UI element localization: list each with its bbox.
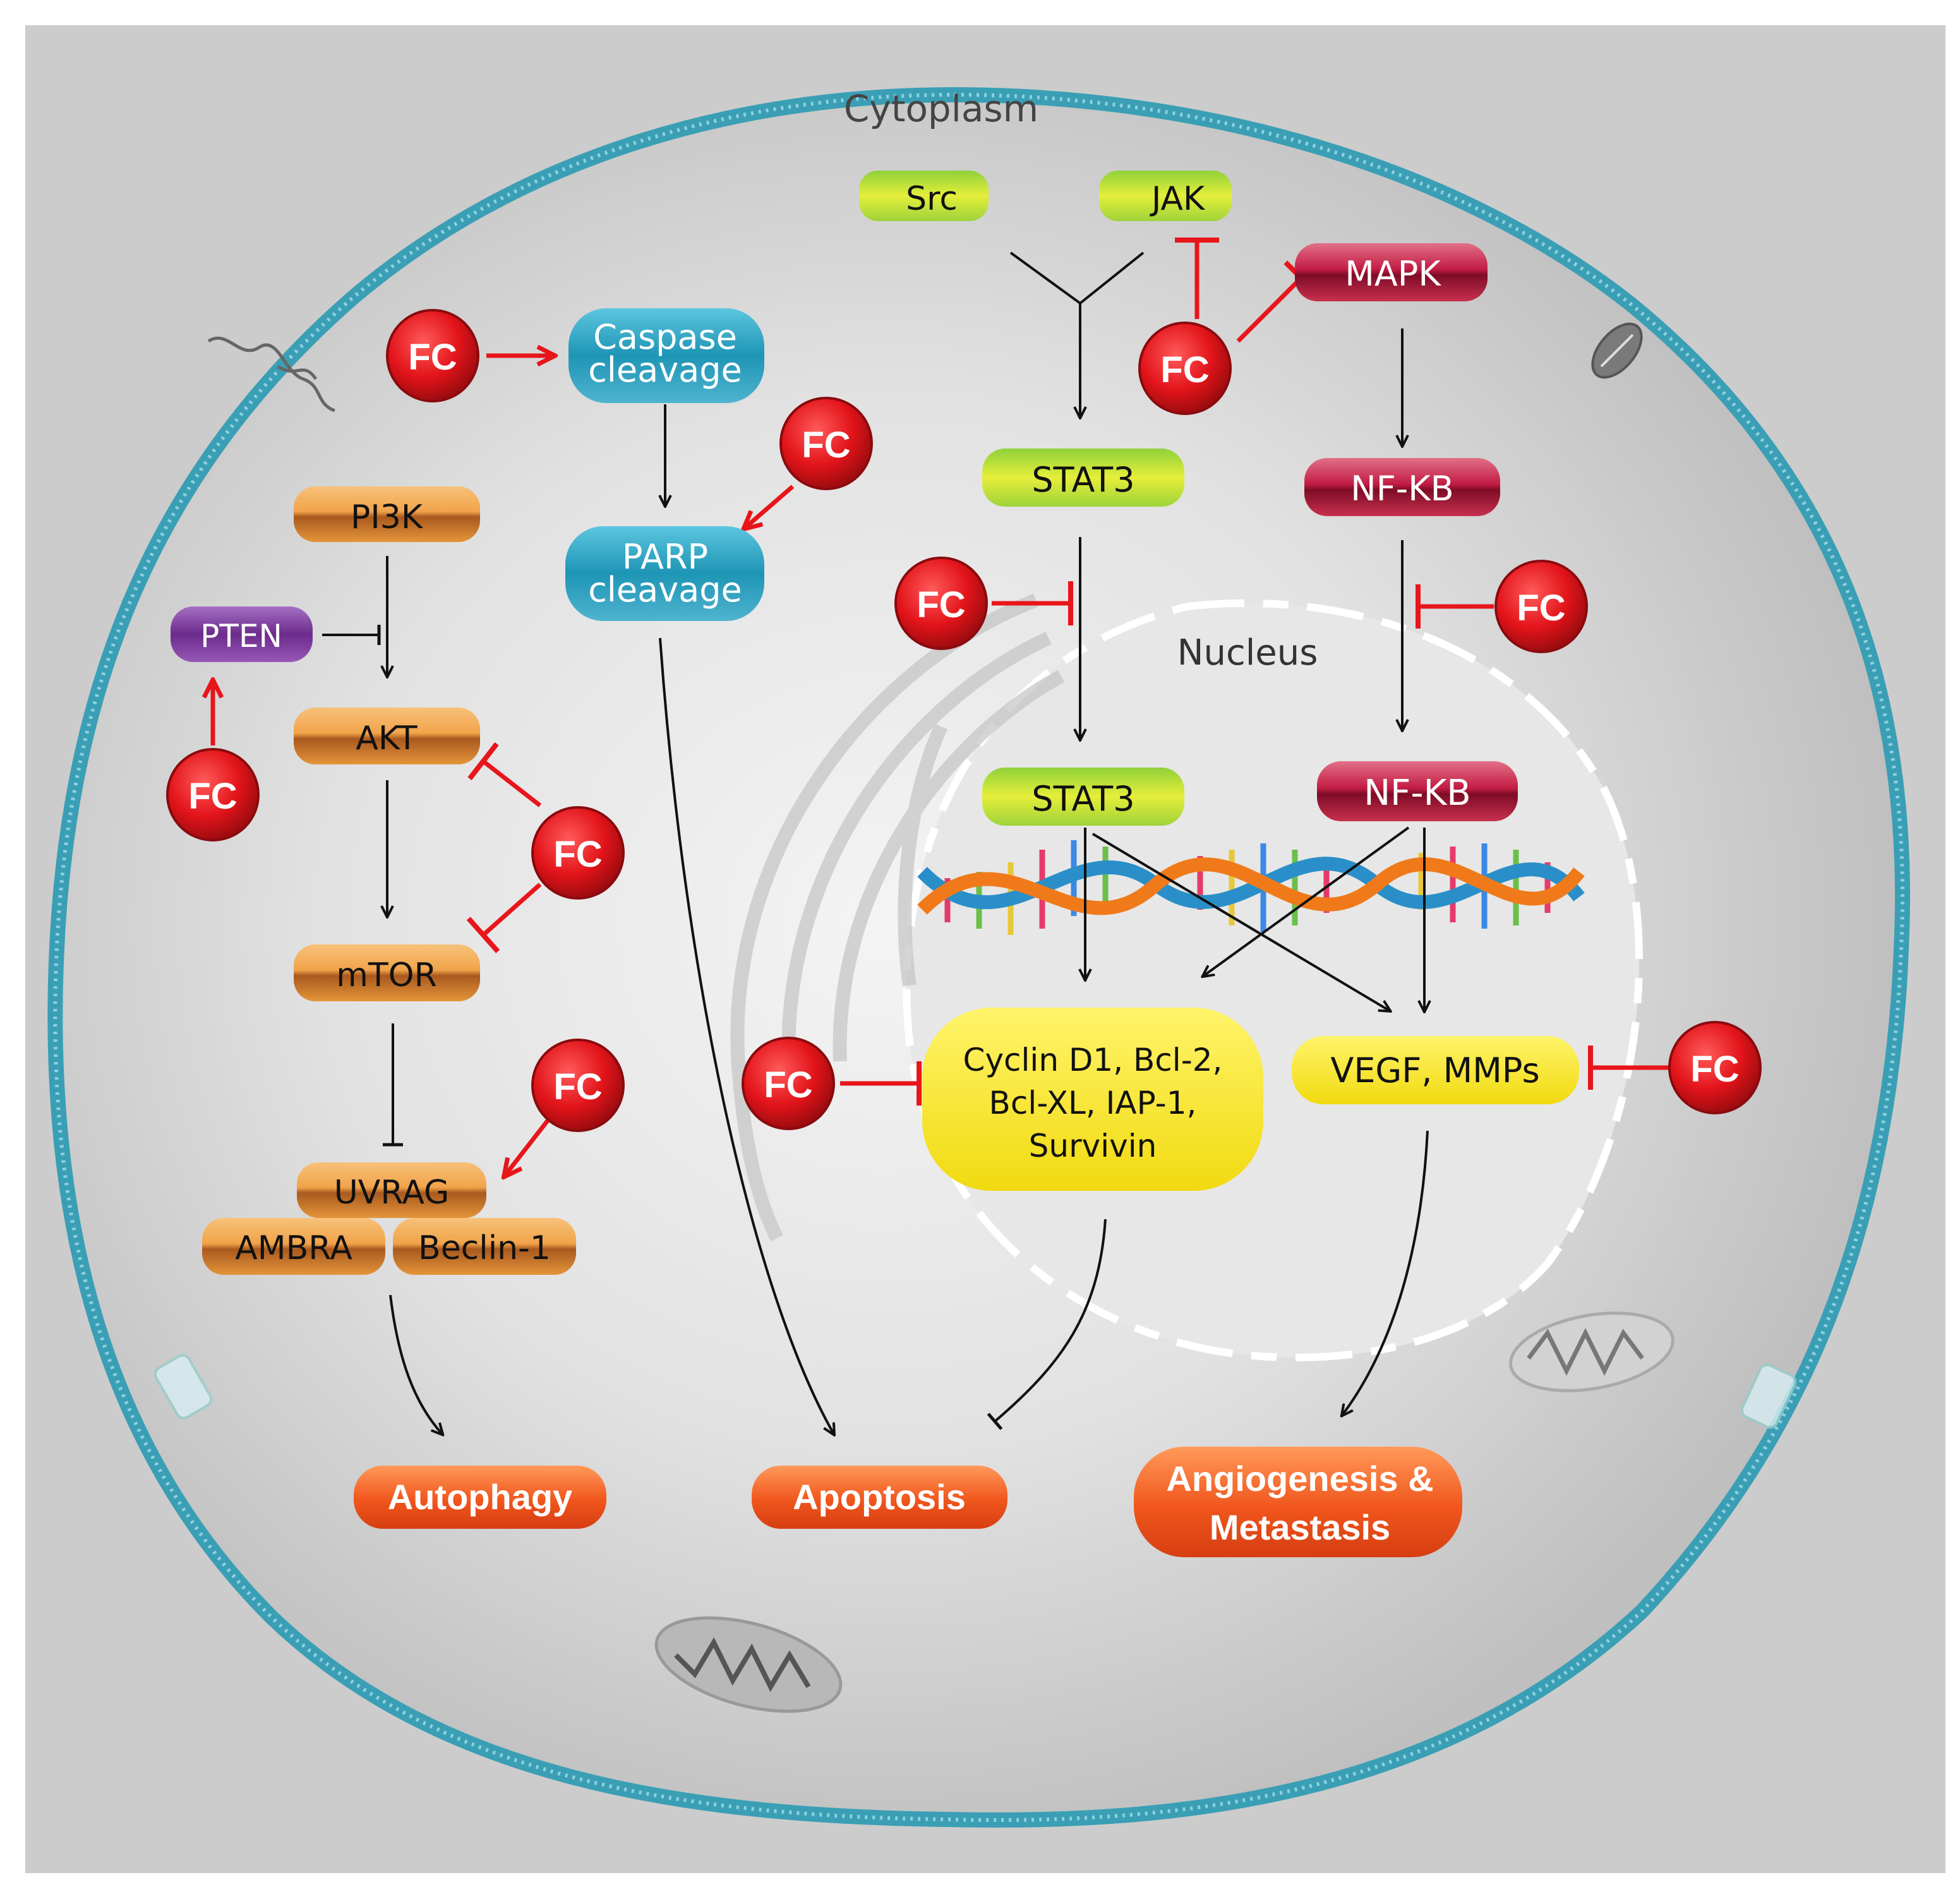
- membrane-channel-icon: [1591, 322, 1643, 379]
- node-beclin1-label: Beclin-1: [418, 1229, 551, 1267]
- cytoplasm-label: Cytoplasm: [844, 87, 1038, 130]
- outcome-autophagy-label: Autophagy: [388, 1477, 572, 1517]
- membrane-channel-icon: [1740, 1363, 1797, 1429]
- outcome-angiogenesis-metastasis: Angiogenesis & Metastasis: [1134, 1447, 1462, 1557]
- node-mtor-label: mTOR: [336, 956, 436, 994]
- nucleus-label: Nucleus: [1177, 632, 1318, 673]
- receptor-squiggle-icon: [207, 336, 335, 413]
- node-stat3-nucleus: STAT3: [982, 768, 1184, 826]
- fc-activates-uvrag: [505, 1116, 551, 1175]
- fc-label: FC: [802, 425, 850, 466]
- node-akt: AKT: [294, 708, 480, 764]
- arrow-complex-autophagy: [389, 1294, 442, 1434]
- node-parp-cleavage: PARP cleavage: [565, 526, 764, 621]
- arrow-vegf-angiogenesis: [1342, 1130, 1429, 1415]
- fc-label: FC: [553, 834, 602, 875]
- arrow-stat3-vegf: [1091, 833, 1390, 1011]
- fc-badge-vegf: FC: [1668, 1021, 1762, 1114]
- outcome-angiogenesis-line-2: Metastasis: [1210, 1507, 1390, 1547]
- node-target-genes-line-1: Cyclin D1, Bcl-2,: [963, 1042, 1223, 1078]
- node-parp-label-1: PARP: [622, 537, 708, 577]
- fc-badge-caspase: FC: [386, 309, 479, 402]
- arrow-parp-apoptosis: [659, 637, 834, 1434]
- node-pten-label: PTEN: [200, 618, 282, 654]
- fc-badge-parp: FC: [779, 397, 873, 490]
- fc-badge-stat3: FC: [894, 557, 988, 650]
- node-caspase-cleavage: Caspase cleavage: [568, 308, 764, 403]
- inhibit-targets-apoptosis: [987, 1219, 1107, 1430]
- node-src: Src: [859, 171, 989, 221]
- node-ambra-label: AMBRA: [235, 1229, 352, 1267]
- fc-label: FC: [188, 776, 237, 817]
- pathway-arrows: [322, 251, 1429, 1434]
- node-caspase-label-1: Caspase: [593, 317, 737, 357]
- membrane-channel-icon: [153, 1354, 213, 1420]
- fc-inhibits-mapk: [1236, 260, 1319, 343]
- mitochondrion-icon: [1509, 1311, 1674, 1392]
- node-mapk: MAPK: [1295, 243, 1488, 301]
- fc-label: FC: [553, 1066, 602, 1107]
- mitochondrion-icon: [654, 1616, 843, 1713]
- fc-label: FC: [1160, 349, 1209, 390]
- fc-activates-parp: [745, 485, 795, 528]
- cell-membrane-dots: [53, 92, 1904, 1823]
- fc-label: FC: [917, 584, 965, 625]
- node-jak: JAK: [1099, 171, 1232, 221]
- node-caspase-label-2: cleavage: [588, 350, 742, 390]
- fc-effects: [213, 238, 1674, 1175]
- node-uvrag: UVRAG: [297, 1162, 486, 1218]
- outcome-apoptosis-label: Apoptosis: [793, 1477, 966, 1517]
- node-vegf-mmps-label: VEGF, MMPs: [1330, 1051, 1539, 1090]
- fc-inhibits-mtor: [466, 883, 542, 953]
- outcome-apoptosis: Apoptosis: [752, 1466, 1007, 1529]
- node-target-genes: Cyclin D1, Bcl-2, Bcl-XL, IAP-1, Survivi…: [922, 1008, 1263, 1191]
- node-nfkb-cytoplasm: NF-KB: [1304, 458, 1500, 516]
- node-target-genes-line-2: Bcl-XL, IAP-1,: [989, 1085, 1197, 1121]
- node-mtor: mTOR: [294, 944, 480, 1001]
- nucleus: [903, 599, 1644, 1361]
- node-pten: PTEN: [171, 606, 313, 662]
- node-uvrag-label: UVRAG: [334, 1174, 450, 1212]
- node-pi3k: PI3K: [294, 486, 480, 542]
- node-akt-label: AKT: [356, 720, 418, 757]
- fc-badge-jak-mapk: FC: [1138, 322, 1232, 415]
- node-target-genes-line-3: Survivin: [1029, 1128, 1157, 1164]
- node-nfkb-cytoplasm-label: NF-KB: [1350, 469, 1453, 509]
- node-ambra: AMBRA: [202, 1218, 385, 1275]
- fc-inhibits-akt: [467, 742, 542, 807]
- node-parp-label-2: cleavage: [588, 570, 742, 610]
- fc-badge-pten: FC: [166, 748, 260, 841]
- fc-label: FC: [764, 1064, 812, 1106]
- golgi-apparatus-icon: [730, 593, 1065, 1241]
- fc-badge-uvrag: FC: [531, 1039, 625, 1132]
- fc-badge-nfkb: FC: [1494, 560, 1588, 653]
- node-stat3-nucleus-label: STAT3: [1031, 779, 1134, 819]
- node-nfkb-nucleus-label: NF-KB: [1364, 773, 1470, 814]
- dna-helix-icon: [917, 840, 1585, 935]
- node-src-label: Src: [906, 180, 958, 218]
- node-vegf-mmps: VEGF, MMPs: [1292, 1036, 1579, 1104]
- arrow-nfkb-targets: [1203, 826, 1410, 976]
- fc-badge-akt-mtor: FC: [531, 806, 625, 900]
- fc-label: FC: [1517, 588, 1565, 629]
- fc-label: FC: [1690, 1049, 1739, 1090]
- outcome-autophagy: Autophagy: [354, 1466, 606, 1529]
- node-beclin1: Beclin-1: [393, 1218, 576, 1275]
- node-jak-label: JAK: [1150, 180, 1206, 218]
- node-stat3-cytoplasm: STAT3: [982, 449, 1184, 507]
- node-nfkb-nucleus: NF-KB: [1317, 761, 1518, 821]
- fc-badge-targets: FC: [742, 1037, 835, 1130]
- node-pi3k-label: PI3K: [351, 498, 424, 536]
- fc-label: FC: [408, 337, 457, 378]
- outcome-angiogenesis-line-1: Angiogenesis &: [1166, 1459, 1433, 1498]
- node-mapk-label: MAPK: [1345, 254, 1441, 294]
- node-stat3-cytoplasm-label: STAT3: [1031, 460, 1134, 500]
